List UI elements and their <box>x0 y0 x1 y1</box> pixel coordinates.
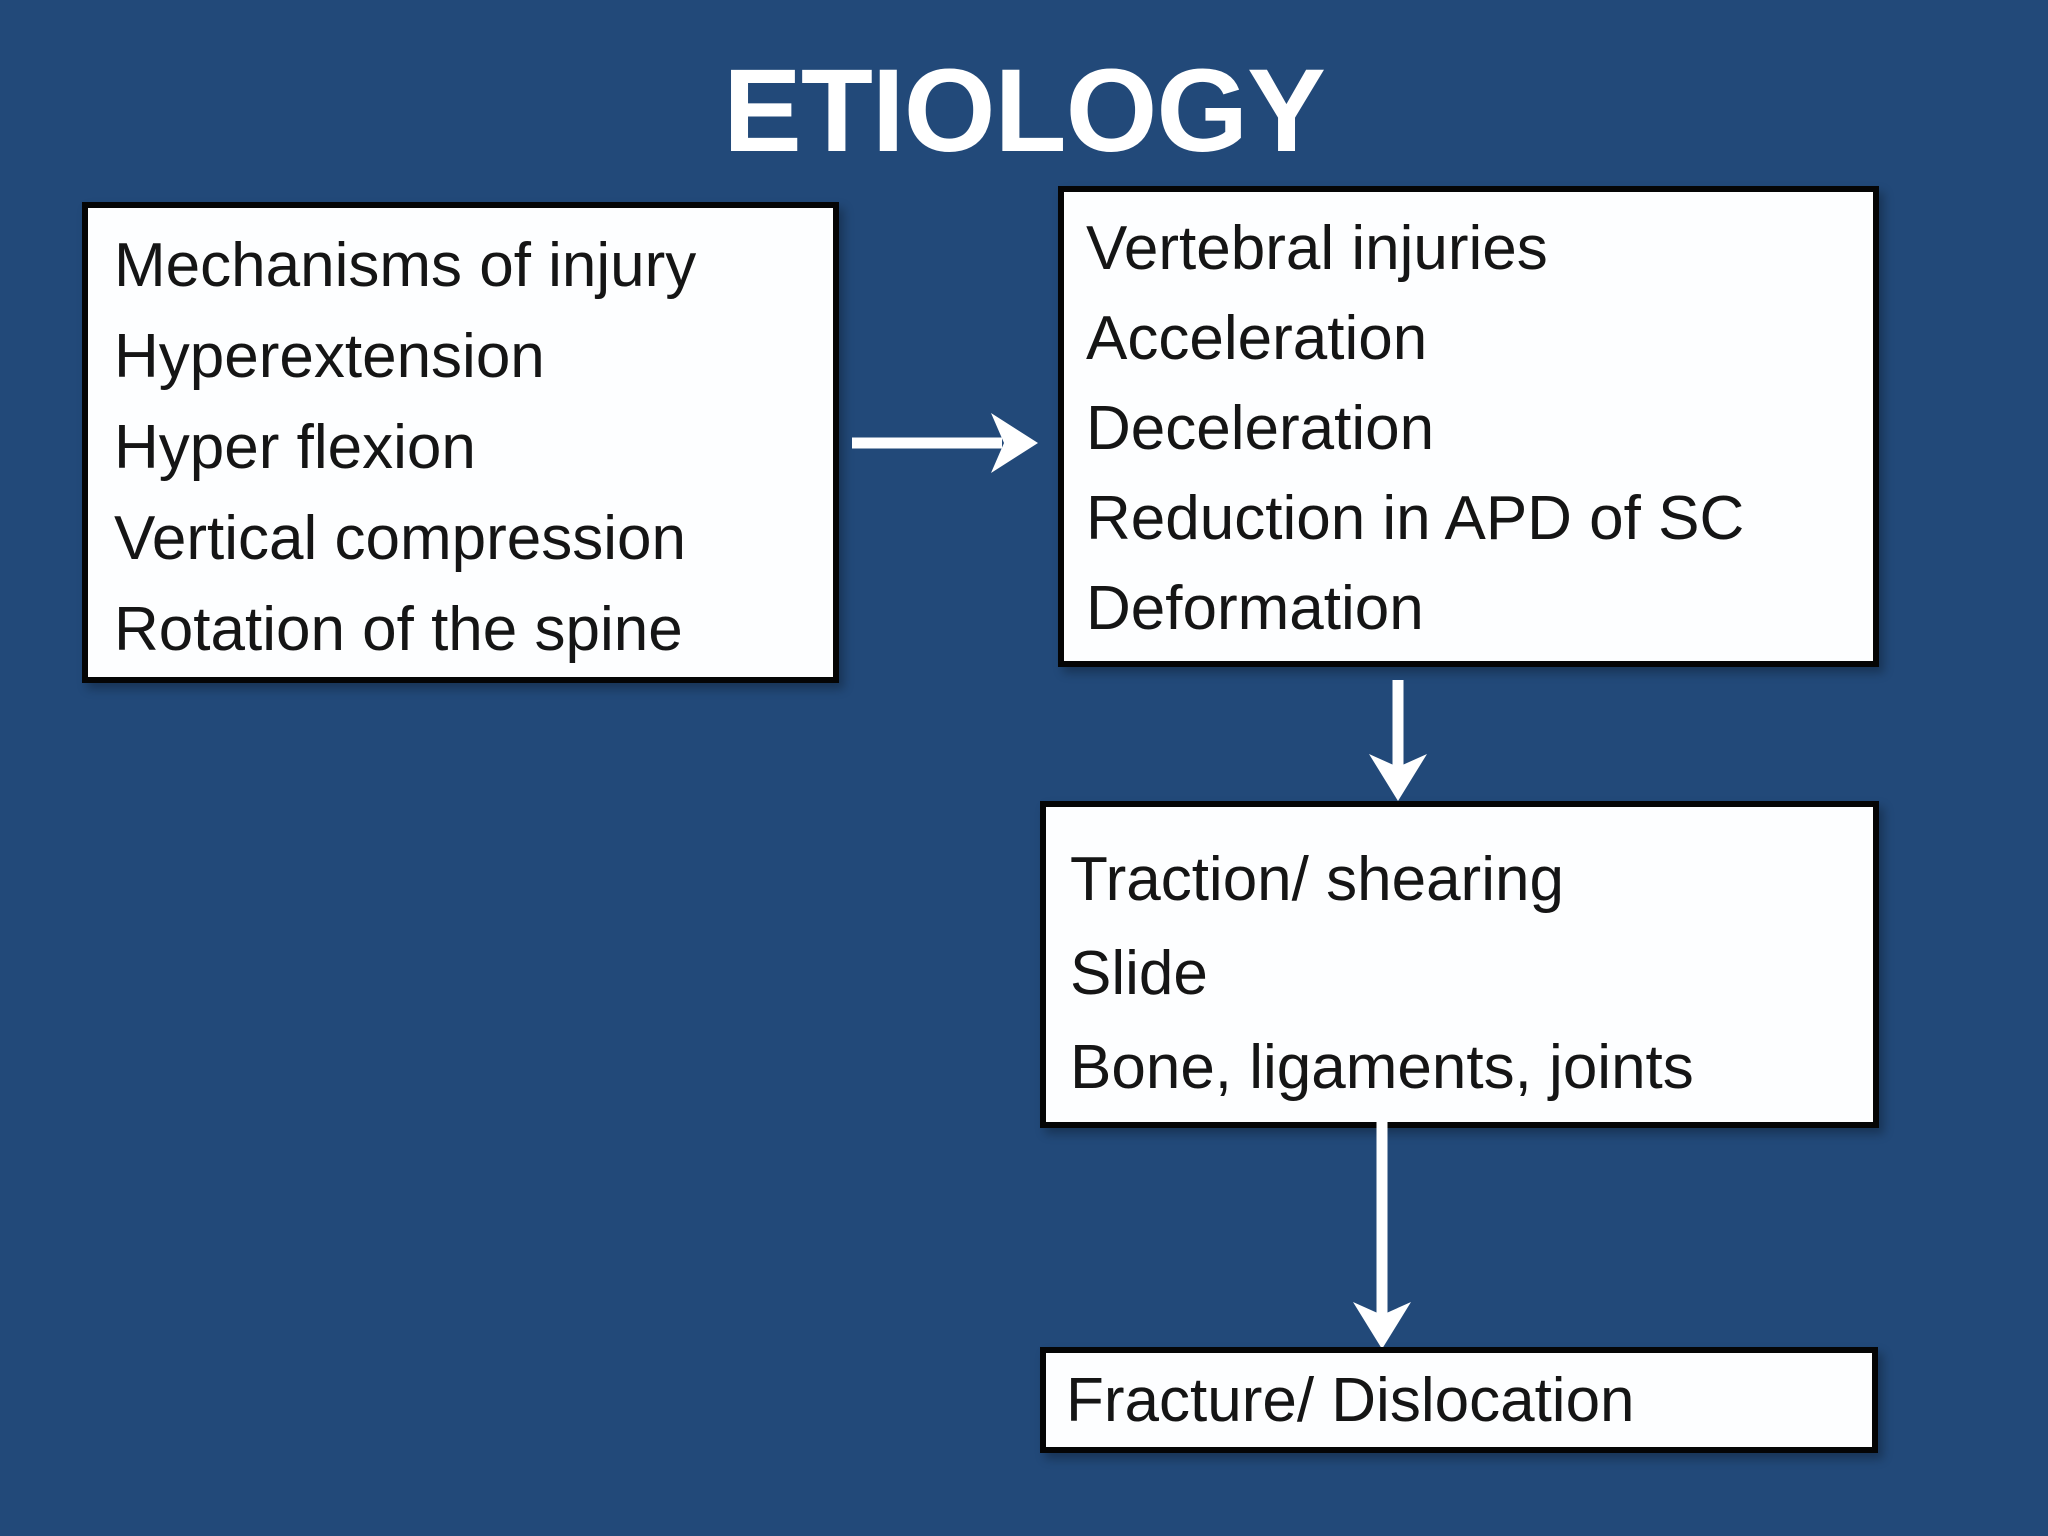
box-text-line: Acceleration <box>1086 304 1428 373</box>
arrow-down-icon <box>1347 1122 1417 1357</box>
traction-shearing-box: Traction/ shearing Slide Bone, ligaments… <box>1040 801 1879 1128</box>
box-text-line: Mechanisms of injury <box>114 231 697 300</box>
box-text-line: Deformation <box>1086 574 1424 643</box>
slide-title: ETIOLOGY <box>723 45 1326 177</box>
arrow-down-icon <box>1363 678 1433 809</box>
box-text-line: Deceleration <box>1086 394 1435 463</box>
box-text-line: Rotation of the spine <box>114 595 683 664</box>
mechanisms-of-injury-box: Mechanisms of injury Hyperextension Hype… <box>82 202 839 683</box>
box-text-line: Hyper flexion <box>114 413 476 482</box>
box-text-line: Hyperextension <box>114 322 545 391</box>
box-text-line: Vertebral injuries <box>1086 214 1548 283</box>
box-text-line: Bone, ligaments, joints <box>1070 1033 1694 1102</box>
box-text-line: Vertical compression <box>114 504 687 573</box>
box-text-line: Fracture/ Dislocation <box>1066 1365 1635 1435</box>
box-text-line: Reduction in APD of SC <box>1086 484 1745 553</box>
arrow-right-icon <box>850 408 1042 483</box>
vertebral-injuries-box: Vertebral injuries Acceleration Decelera… <box>1058 186 1879 667</box>
fracture-dislocation-box: Fracture/ Dislocation <box>1040 1347 1878 1453</box>
box-text-line: Slide <box>1070 939 1208 1008</box>
box-text-line: Traction/ shearing <box>1070 845 1564 914</box>
